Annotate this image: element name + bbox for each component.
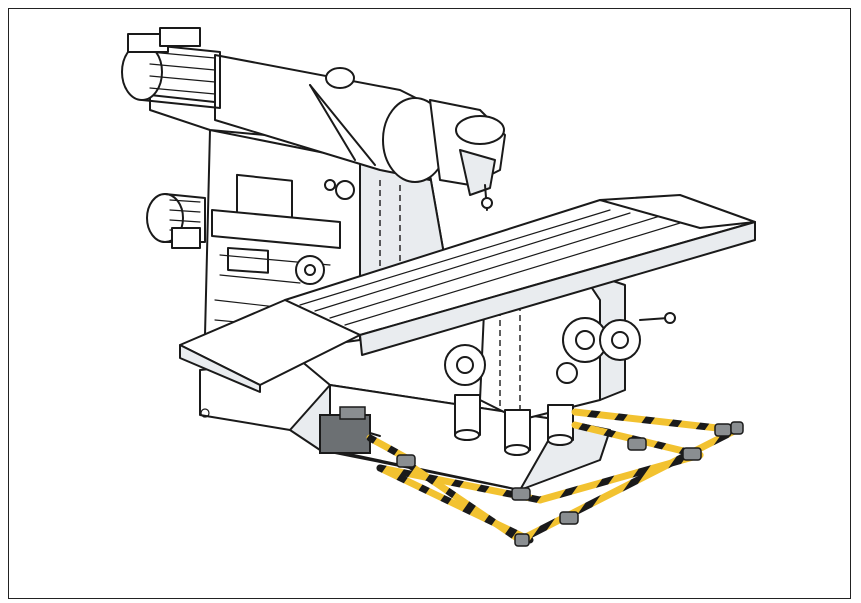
milling-head: [382, 97, 506, 211]
knee-supports: [454, 394, 574, 456]
column-motor: [146, 193, 206, 249]
base-mark: [200, 408, 210, 418]
base-motor: [319, 406, 381, 454]
safety-guard-rails: [366, 408, 744, 547]
worktable: [179, 194, 756, 393]
